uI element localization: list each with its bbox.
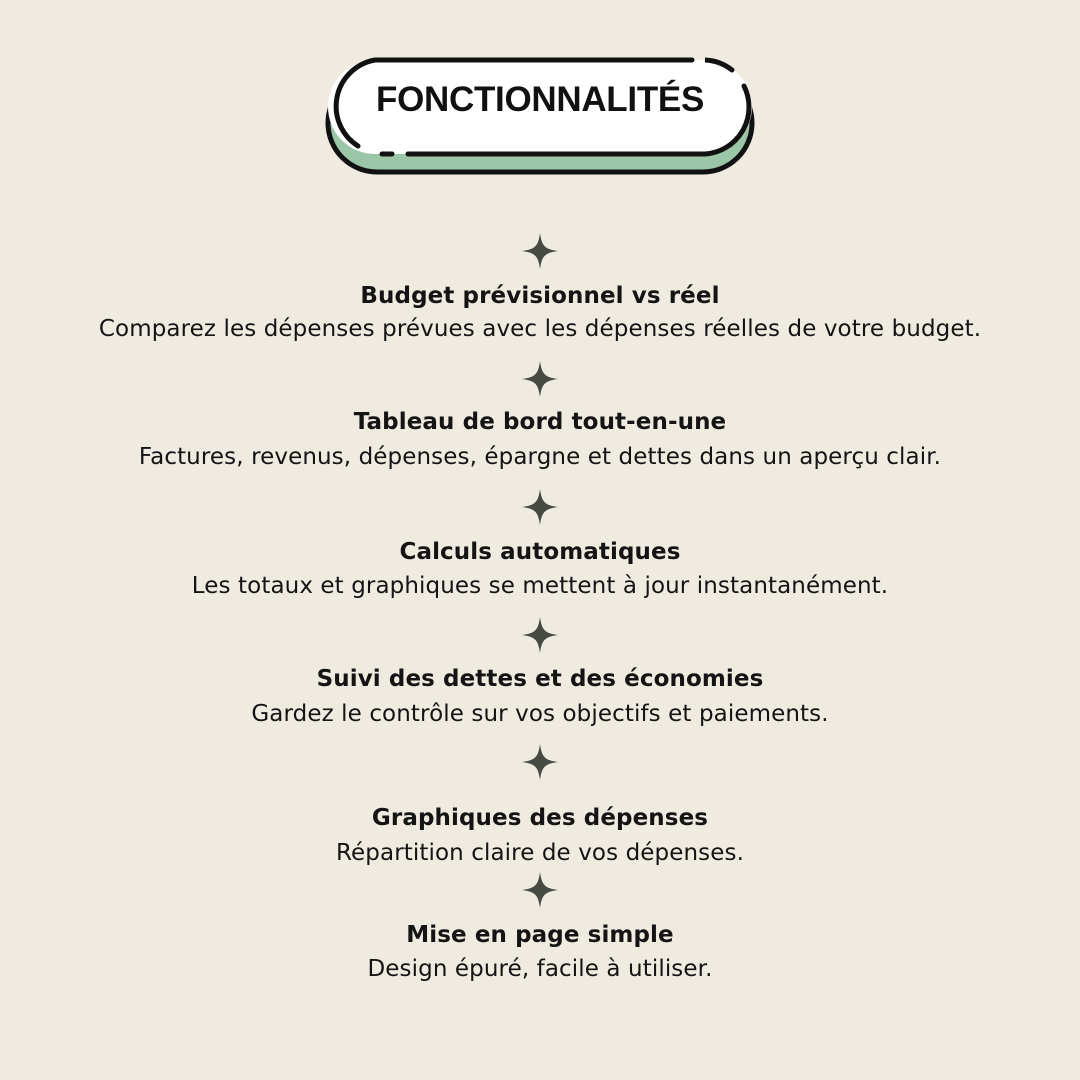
feature-title: Mise en page simple: [406, 922, 674, 948]
feature-description: Comparez les dépenses prévues avec les d…: [98, 316, 982, 342]
sparkle-icon: [521, 616, 559, 654]
sparkle-icon: [521, 743, 559, 781]
feature-title: Calculs automatiques: [399, 539, 681, 565]
badge-pill-shape: [325, 57, 755, 175]
feature-title: Budget prévisionnel vs réel: [360, 283, 720, 309]
feature-description: Factures, revenus, dépenses, épargne et …: [138, 444, 942, 470]
feature-title: Suivi des dettes et des économies: [316, 666, 764, 692]
sparkle-icon: [521, 232, 559, 270]
feature-title: Graphiques des dépenses: [371, 805, 709, 831]
sparkle-icon: [521, 871, 559, 909]
page-title: FONCTIONNALITÉS: [376, 80, 704, 119]
header-badge: FONCTIONNALITÉS: [322, 52, 758, 180]
sparkle-icon: [521, 488, 559, 526]
feature-description: Répartition claire de vos dépenses.: [336, 840, 744, 866]
sparkle-icon: [521, 360, 559, 398]
feature-description: Les totaux et graphiques se mettent à jo…: [191, 573, 889, 599]
feature-title: Tableau de bord tout-en-une: [353, 409, 727, 435]
feature-description: Gardez le contrôle sur vos objectifs et …: [251, 701, 829, 727]
feature-description: Design épuré, facile à utiliser.: [367, 956, 713, 982]
